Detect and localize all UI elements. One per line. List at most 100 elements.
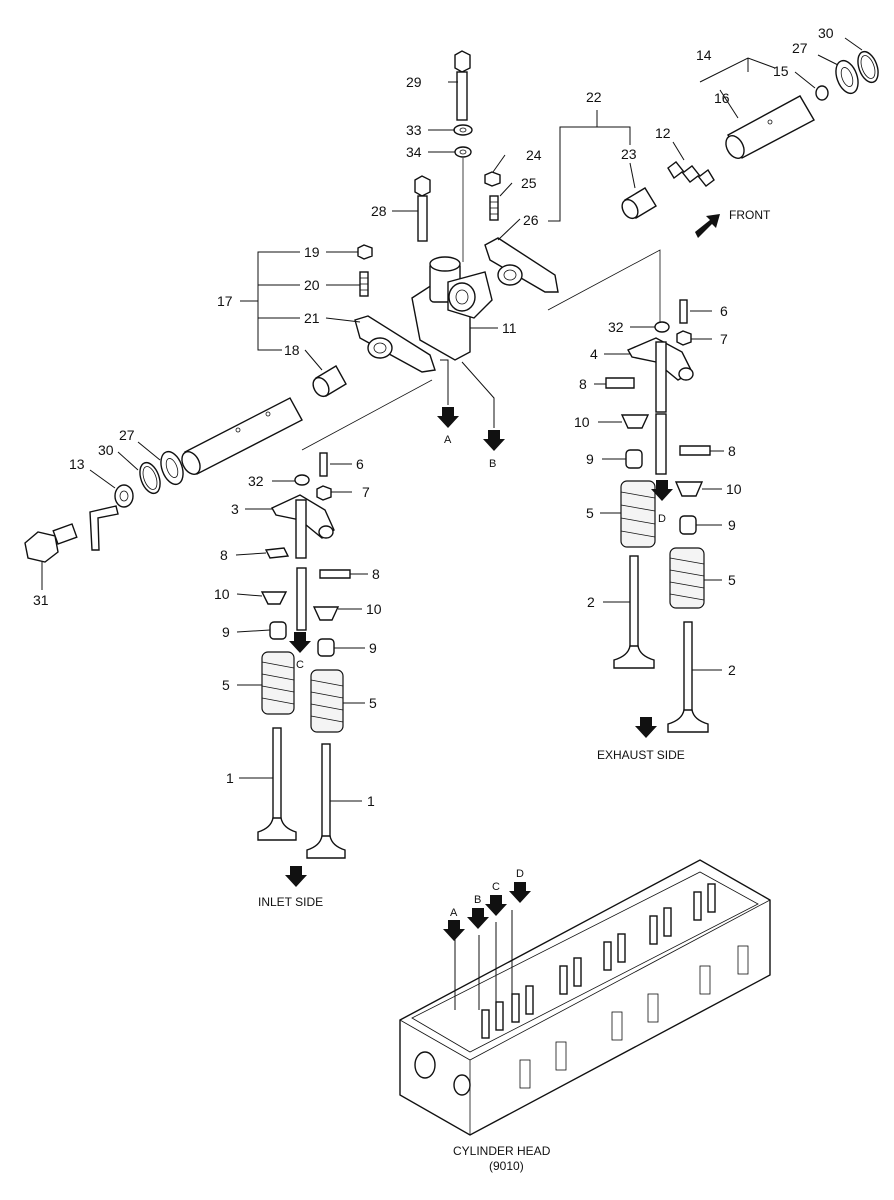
retainer-10-exhaust-a xyxy=(620,414,650,429)
head-arrow-c: C xyxy=(485,881,507,916)
callout-27-right: 27 xyxy=(792,40,808,56)
arrow-d-label: D xyxy=(658,513,666,525)
exhaust-side-label: EXHAUST SIDE xyxy=(597,748,685,762)
spring-5-inlet-a xyxy=(261,651,295,715)
callout-32-exhaust: 32 xyxy=(608,319,624,335)
washer-34 xyxy=(454,146,472,158)
callout-10-inlet-a: 10 xyxy=(214,586,230,602)
callout-9-exhaust-b: 9 xyxy=(728,517,736,533)
washer-27-left xyxy=(160,450,184,486)
callout-6-inlet: 6 xyxy=(356,456,364,472)
callout-29: 29 xyxy=(406,74,422,90)
head-arrow-d-label: D xyxy=(516,868,524,880)
callout-5-exhaust-b: 5 xyxy=(728,572,736,588)
callout-34: 34 xyxy=(406,144,422,160)
cylinder-head-label: CYLINDER HEAD xyxy=(453,1144,551,1158)
cylinder-head xyxy=(399,859,771,1136)
bushing-23 xyxy=(621,187,657,220)
cotter-8-inlet-b xyxy=(319,569,351,579)
rocker-shaft-16 xyxy=(725,95,815,159)
cap-32-inlet xyxy=(294,474,310,486)
seal-9-exhaust-b xyxy=(679,515,697,535)
callout-9-exhaust-a: 9 xyxy=(586,451,594,467)
callout-33: 33 xyxy=(406,122,422,138)
arrow-a-label: A xyxy=(444,434,452,446)
bolt-31 xyxy=(24,523,78,563)
valve-2-exhaust-b xyxy=(667,621,709,733)
valve-bridge-4 xyxy=(627,337,694,413)
cotter-8-exhaust-a xyxy=(605,377,635,389)
callout-5-inlet-a: 5 xyxy=(222,677,230,693)
callout-21: 21 xyxy=(304,310,320,326)
plug-15 xyxy=(815,85,829,101)
callout-7-inlet: 7 xyxy=(362,484,370,500)
callout-10-exhaust-b: 10 xyxy=(726,481,742,497)
callout-14: 14 xyxy=(696,47,712,63)
callout-4: 4 xyxy=(590,346,598,362)
head-arrow-d: D xyxy=(509,868,531,903)
callout-1-inlet-a: 1 xyxy=(226,770,234,786)
spring-5-exhaust-a xyxy=(620,480,656,548)
bolt-29 xyxy=(454,50,471,121)
spring-5-exhaust-b xyxy=(669,547,705,609)
callout-32-inlet: 32 xyxy=(248,473,264,489)
arrow-c: C xyxy=(289,632,311,671)
callout-23: 23 xyxy=(621,146,637,162)
callout-28: 28 xyxy=(371,203,387,219)
callout-31: 31 xyxy=(33,592,49,608)
callout-1-inlet-b: 1 xyxy=(367,793,375,809)
callout-10-exhaust-a: 10 xyxy=(574,414,590,430)
cylinder-head-valve-stems xyxy=(481,883,716,1039)
valve-2-exhaust-a xyxy=(613,555,655,669)
callout-5-inlet-b: 5 xyxy=(369,695,377,711)
callout-12: 12 xyxy=(655,125,671,141)
retainer-10-inlet-b xyxy=(312,606,340,621)
callout-30-left: 30 xyxy=(98,442,114,458)
front-arrow-icon xyxy=(695,214,720,238)
retainer-10-exhaust-b xyxy=(674,481,704,497)
rocker-shaft-left xyxy=(181,397,303,475)
callout-26: 26 xyxy=(523,212,539,228)
nut-19 xyxy=(357,244,373,260)
callout-24: 24 xyxy=(526,147,542,163)
callout-17: 17 xyxy=(217,293,233,309)
plug-13 xyxy=(114,484,134,508)
screw-6-inlet xyxy=(319,452,328,477)
callout-25: 25 xyxy=(521,175,537,191)
arrow-b: B xyxy=(483,430,505,470)
callout-20: 20 xyxy=(304,277,320,293)
retainer-10-inlet-a xyxy=(260,591,288,605)
callout-numbers: 29 33 34 28 19 20 17 21 18 11 22 24 25 2… xyxy=(33,25,834,809)
nut-7-exhaust xyxy=(676,330,692,346)
callout-9-inlet-b: 9 xyxy=(369,640,377,656)
exhaust-arrow-icon xyxy=(635,717,657,738)
seal-9-exhaust-a xyxy=(625,449,643,469)
callout-9-inlet-a: 9 xyxy=(222,624,230,640)
callout-15: 15 xyxy=(773,63,789,79)
callout-13: 13 xyxy=(69,456,85,472)
callout-16: 16 xyxy=(714,90,730,106)
cylinder-head-code: (9010) xyxy=(489,1159,524,1173)
seal-9-inlet-b xyxy=(317,638,335,657)
cap-32-exhaust xyxy=(654,321,670,333)
callout-7-exhaust: 7 xyxy=(720,331,728,347)
washer-27-right xyxy=(835,59,859,95)
rocker-bracket-11 xyxy=(411,256,493,361)
cotter-8-inlet-a xyxy=(264,547,290,559)
nut-24 xyxy=(484,171,501,187)
callout-27-left: 27 xyxy=(119,427,135,443)
arrow-c-label: C xyxy=(296,659,304,671)
callout-8-exhaust-b: 8 xyxy=(728,443,736,459)
valve-bridge-3 xyxy=(271,494,335,559)
snap-ring-30-left xyxy=(139,461,161,495)
inlet-arrow-icon xyxy=(285,866,307,887)
oil-pipe xyxy=(89,505,119,551)
head-arrow-c-label: C xyxy=(492,881,500,893)
screw-6-exhaust xyxy=(679,299,688,324)
callout-3: 3 xyxy=(231,501,239,517)
valve-1-inlet-a xyxy=(257,727,297,841)
cotter-8-exhaust-b xyxy=(679,445,711,456)
head-arrow-b: B xyxy=(467,894,489,929)
